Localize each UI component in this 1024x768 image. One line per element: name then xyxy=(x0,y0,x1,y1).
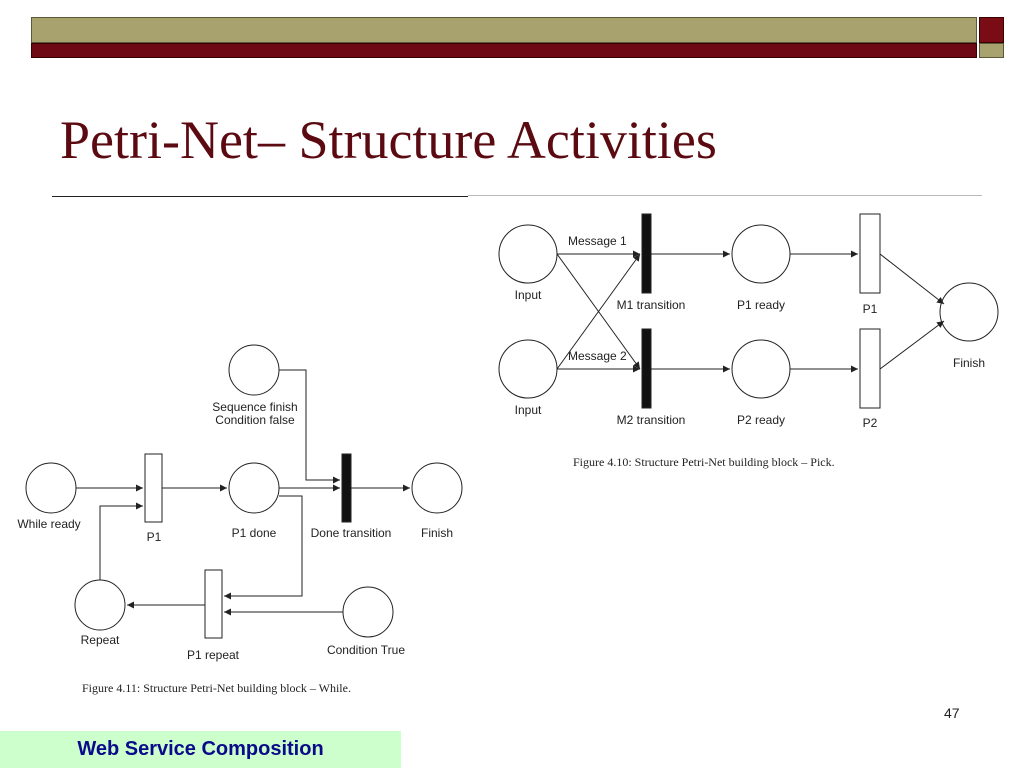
footer-banner: Web Service Composition xyxy=(0,731,401,768)
pick-caption: Figure 4.10: Structure Petri-Net buildin… xyxy=(573,455,835,469)
while-done-transition-label: Done transition xyxy=(311,526,392,540)
while-ready-label: While ready xyxy=(17,517,80,531)
pick-input2-label: Input xyxy=(515,403,542,417)
pick-p2ready-place xyxy=(731,339,791,399)
pick-m1-transition xyxy=(641,213,652,294)
page-number: 47 xyxy=(944,705,960,721)
pick-input1-place xyxy=(498,224,558,284)
pick-finish-place xyxy=(939,282,999,342)
while-p1repeat-label: P1 repeat xyxy=(187,648,240,662)
header-bar-red xyxy=(31,43,977,58)
while-sequence-finish-place xyxy=(228,344,280,396)
pick-p2-label: P2 xyxy=(863,416,878,430)
while-seq-label-2: Condition false xyxy=(215,413,295,427)
while-repeat-label: Repeat xyxy=(81,633,120,647)
footer-text: Web Service Composition xyxy=(77,738,324,760)
slide-title: Petri-Net– Structure Activities xyxy=(60,110,717,170)
header-square-olive xyxy=(979,43,1004,58)
pick-arc-in2-m1 xyxy=(556,253,641,370)
while-arc-seqfinish-done xyxy=(279,369,340,484)
while-caption: Figure 4.11: Structure Petri-Net buildin… xyxy=(82,681,351,695)
pick-input1-label: Input xyxy=(515,288,542,302)
while-finish-place xyxy=(411,462,463,514)
header-square-red xyxy=(979,17,1004,43)
pick-p2ready-label: P2 ready xyxy=(737,413,785,427)
while-p1done-label: P1 done xyxy=(232,526,277,540)
pick-p1ready-place xyxy=(731,224,791,284)
title-underline xyxy=(52,196,468,197)
while-arc-repeat-p1 xyxy=(99,502,143,580)
while-ready-place xyxy=(25,462,77,514)
pick-p1ready-label: P1 ready xyxy=(737,298,785,312)
while-p1repeat-transition xyxy=(204,569,223,639)
pick-p1-transition xyxy=(859,213,881,294)
while-labels: Sequence finish Condition false While re… xyxy=(17,400,453,695)
while-repeat-place xyxy=(74,579,126,631)
pick-labels: Message 1 Message 2 Input Input M1 trans… xyxy=(515,234,985,469)
while-p1-transition xyxy=(144,453,163,523)
pick-m2-transition xyxy=(641,328,652,409)
pick-m2-label: M2 transition xyxy=(617,413,686,427)
while-p1done-place xyxy=(228,462,280,514)
pick-p1-label: P1 xyxy=(863,302,878,316)
header-bar-olive xyxy=(31,17,977,43)
while-condition-true-place xyxy=(342,586,394,638)
while-done-transition xyxy=(341,453,352,523)
while-p1-label: P1 xyxy=(147,530,162,544)
pick-m1-label: M1 transition xyxy=(617,298,686,312)
pick-arc-p2-finish xyxy=(879,320,945,370)
while-condition-true-label: Condition True xyxy=(327,643,405,657)
pick-diagram xyxy=(498,213,999,409)
while-seq-label-1: Sequence finish xyxy=(212,400,297,414)
while-diagram xyxy=(25,344,463,639)
pick-finish-label: Finish xyxy=(953,356,985,370)
pick-p2-transition xyxy=(859,328,881,409)
pick-message1-label: Message 1 xyxy=(568,234,627,248)
title-underline-light xyxy=(468,195,982,196)
pick-arc-p1-finish xyxy=(879,253,945,305)
while-arc-p1done-p1repeat xyxy=(224,495,303,600)
pick-input2-place xyxy=(498,339,558,399)
while-finish-label: Finish xyxy=(421,526,453,540)
pick-message2-label: Message 2 xyxy=(568,349,627,363)
